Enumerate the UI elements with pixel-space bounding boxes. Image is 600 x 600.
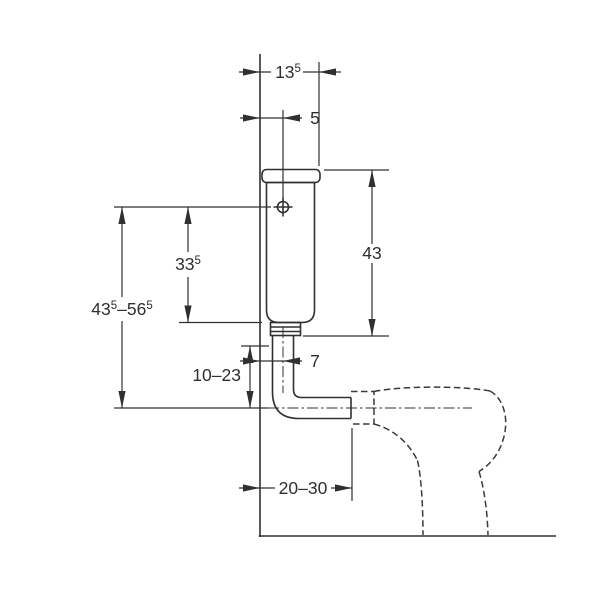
pan-rim [373, 386, 491, 393]
dim-arrow [243, 484, 260, 492]
dim-arrow [319, 68, 336, 76]
pan-pedestal-front [478, 471, 489, 536]
pan-pedestal-back [416, 460, 424, 536]
cistern-lid [261, 168, 321, 184]
dimension-cistern-depth: 135 [239, 62, 341, 166]
dim-arrow [283, 114, 300, 122]
dimension-wall-to-connection: 5 [240, 108, 320, 198]
dim-arrow [118, 207, 126, 224]
dim-label-wall-to-pan: 20–30 [279, 478, 328, 498]
dim-arrow [335, 484, 352, 492]
dim-arrow [184, 207, 192, 224]
dim-label-wall-to-connection: 5 [310, 108, 320, 128]
wall-and-floor [258, 54, 556, 537]
cistern [261, 168, 321, 337]
dimension-wall-to-pipe-centre: 7 [240, 351, 320, 371]
flush-valve-nut [269, 321, 302, 337]
dim-label-cistern-depth: 135 [275, 62, 301, 82]
dim-arrow [243, 357, 260, 365]
cistern-body [265, 181, 316, 324]
pan-front [478, 390, 507, 473]
dim-arrow [368, 170, 376, 187]
dim-arrow [184, 305, 192, 323]
flush-pipe-inner [292, 335, 351, 399]
dim-arrow [243, 114, 260, 122]
flush-pipe-outer [271, 335, 351, 420]
dim-arrow [118, 391, 126, 408]
dimension-cistern-height: 43 [303, 169, 389, 337]
dimension-wall-to-pan: 20–30 [239, 428, 353, 501]
dim-arrow [246, 391, 254, 408]
dim-arrow [243, 68, 260, 76]
dimension-flush-pipe-adjustment: 10–23 [192, 345, 269, 408]
pan-underside [373, 423, 419, 461]
dim-label-flush-pipe-adjustment: 10–23 [192, 365, 241, 385]
pan-inlet-socket [351, 390, 375, 425]
toilet-pan-outline [351, 386, 507, 536]
dim-label-connection-height-range: 435–565 [91, 299, 152, 319]
dim-arrow [283, 357, 300, 365]
flush-pipe [268, 327, 472, 420]
dimension-connection-height-range: 435–565 [91, 206, 271, 409]
dim-label-wall-to-pipe-centre: 7 [310, 351, 320, 371]
dim-label-connection-to-cistern-bottom: 335 [175, 254, 201, 274]
dim-label-cistern-height: 43 [362, 243, 381, 263]
dimension-connection-to-cistern-bottom: 335 [175, 207, 262, 324]
dim-arrow [368, 319, 376, 336]
